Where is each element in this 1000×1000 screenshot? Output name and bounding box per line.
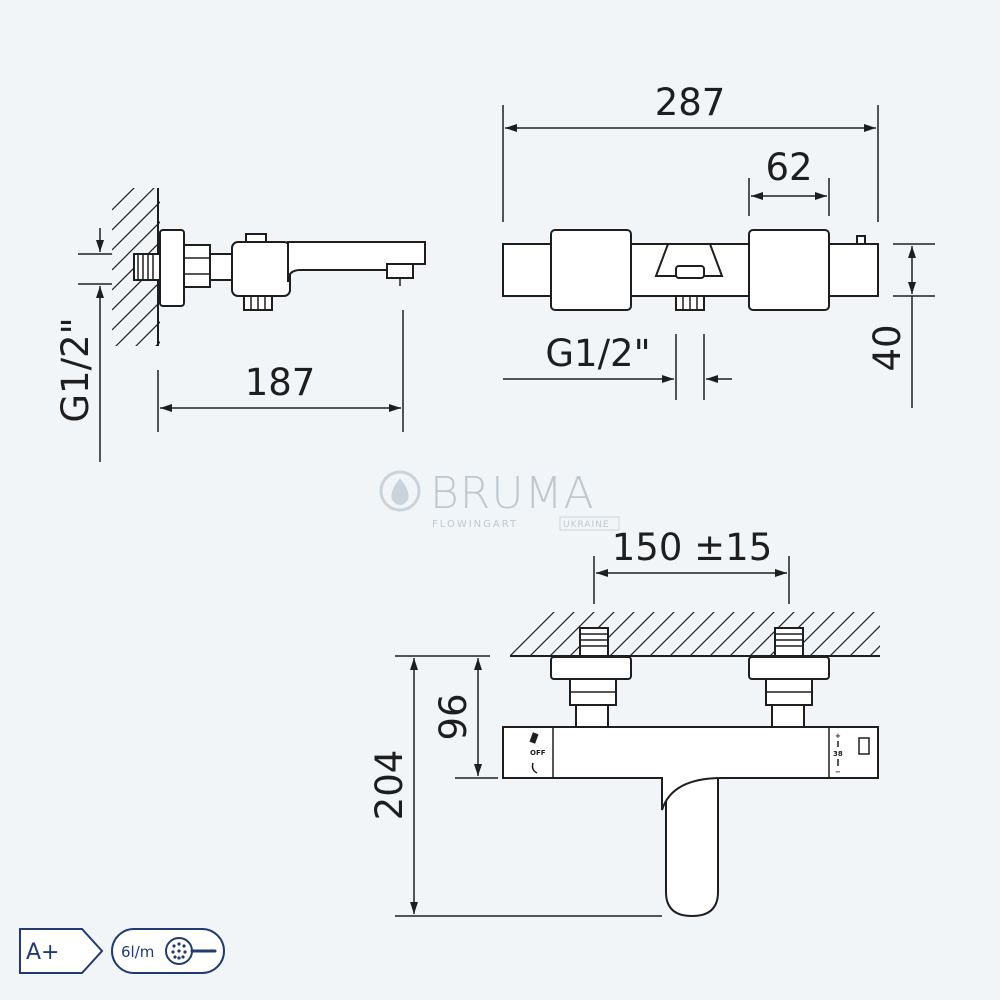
flow-rate-label: 6l/m bbox=[121, 943, 154, 961]
bruma-watermark: BRUMA FLOWINGART UKRAINE bbox=[379, 468, 620, 531]
dim-96-label: 96 bbox=[432, 693, 475, 740]
dim-204-label: 204 bbox=[368, 750, 411, 821]
front-spout bbox=[665, 777, 719, 918]
dim-187-label: 187 bbox=[245, 361, 316, 404]
side-aerator bbox=[386, 263, 414, 279]
side-thread-connector bbox=[133, 253, 161, 281]
front-handle-left-markings: OFF bbox=[529, 732, 546, 774]
side-connector bbox=[209, 253, 233, 281]
top-outlet-housing bbox=[654, 243, 724, 277]
dim-top-thread-label: G1/2" bbox=[545, 332, 650, 375]
side-valve-cap bbox=[245, 233, 267, 243]
dim-150-label: 150 ±15 bbox=[612, 526, 772, 569]
side-nut bbox=[183, 244, 211, 288]
energy-class-label: A+ bbox=[26, 940, 59, 965]
top-outlet-ring bbox=[675, 265, 705, 279]
side-wall-hatch bbox=[112, 188, 160, 346]
dim-62-label: 62 bbox=[765, 146, 812, 189]
top-view: 287 62 40 G1/2" bbox=[502, 81, 935, 408]
brand-sub-right: UKRAINE bbox=[563, 520, 610, 530]
brand-sub-left: FLOWINGART bbox=[432, 519, 518, 530]
front-connection-left bbox=[550, 627, 632, 728]
front-handle-right-markings: + 38 − bbox=[833, 732, 870, 776]
front-body bbox=[502, 726, 879, 811]
top-handle-right bbox=[748, 229, 830, 311]
dimension-40: 40 bbox=[866, 243, 935, 408]
dim-287-label: 287 bbox=[655, 81, 726, 124]
dimension-top-thread: G1/2" bbox=[503, 332, 732, 400]
flow-rate-badge: 6l/m bbox=[111, 928, 225, 974]
dimension-287: 287 bbox=[502, 81, 879, 222]
energy-class-badge: A+ bbox=[19, 928, 104, 974]
shower-head-icon bbox=[165, 937, 217, 965]
side-wall-flange bbox=[159, 229, 185, 307]
dimension-204: 204 bbox=[368, 658, 662, 917]
side-view: 187 G1/2" bbox=[54, 188, 426, 462]
label-temp: 38 bbox=[833, 750, 843, 758]
top-handle-left bbox=[550, 229, 632, 311]
label-off: OFF bbox=[530, 749, 546, 757]
top-pin bbox=[856, 235, 866, 245]
dimension-150: 150 ±15 bbox=[593, 526, 790, 604]
svg-text:−: − bbox=[835, 768, 841, 776]
shower-icon bbox=[531, 762, 538, 774]
safety-button-icon bbox=[858, 737, 870, 755]
svg-text:+: + bbox=[835, 732, 841, 740]
brand-name: BRUMA bbox=[430, 468, 595, 519]
front-view: OFF + 38 − 150 ±15 96 bbox=[368, 526, 880, 918]
dimension-187: 187 bbox=[157, 310, 404, 432]
dim-side-thread-label: G1/2" bbox=[54, 317, 97, 422]
dimension-96: 96 bbox=[395, 655, 498, 779]
front-connection-right bbox=[748, 627, 830, 728]
front-wall-hatch bbox=[510, 612, 880, 656]
side-valve-body bbox=[231, 241, 291, 297]
dimension-side-thread: G1/2" bbox=[54, 228, 112, 462]
dim-40-label: 40 bbox=[866, 324, 909, 371]
water-drop-icon bbox=[391, 478, 409, 505]
dimension-62: 62 bbox=[748, 146, 830, 216]
